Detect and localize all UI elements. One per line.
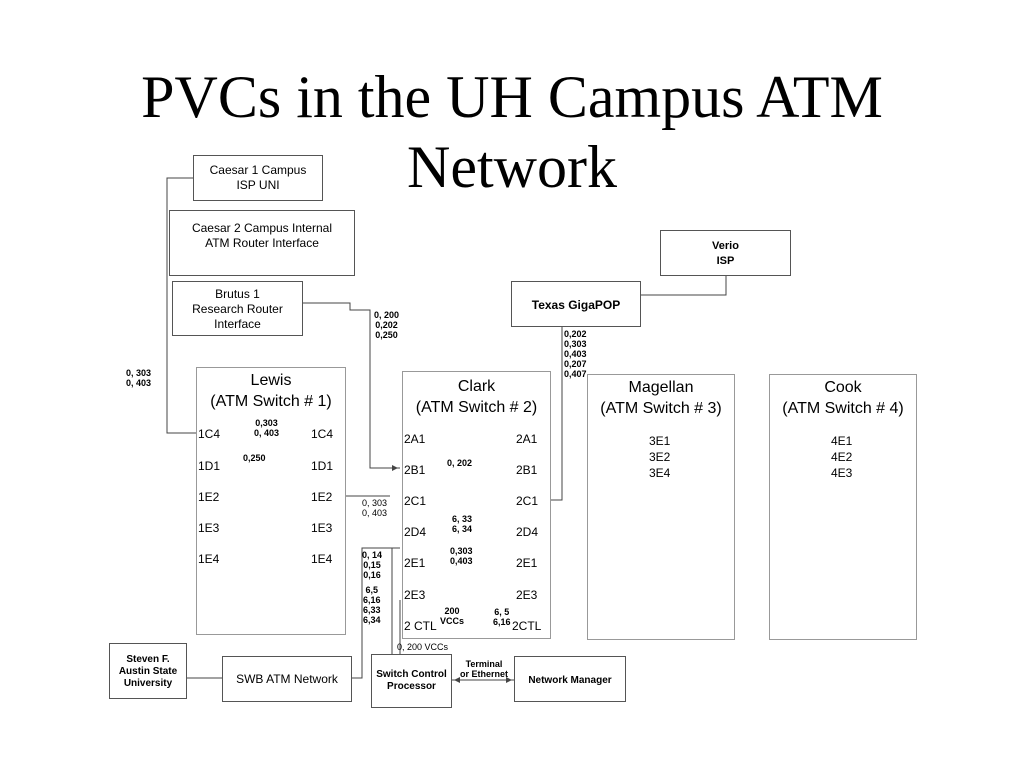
- link-label: Terminal or Ethernet: [460, 659, 509, 679]
- pvc-label: 0,250: [243, 453, 266, 463]
- clark-port-left: 2D4: [404, 525, 427, 539]
- pvc-label: 6,5 6,16 6,33 6,34: [363, 585, 381, 625]
- pvc-label: 0, 303 0, 403: [126, 368, 152, 388]
- lewis-port-left: 1E3: [198, 521, 220, 535]
- lewis-port-right: 1E3: [311, 521, 333, 535]
- pvc-label: 200 VCCs: [440, 606, 465, 626]
- clark-port-right: 2C1: [516, 494, 539, 508]
- clark-port-right: 2CTL: [512, 619, 542, 633]
- lewis-switch-name: Lewis (ATM Switch # 1): [210, 372, 332, 410]
- magellan-port: 3E1: [649, 434, 671, 448]
- lewis-port-left: 1D1: [198, 459, 221, 473]
- pvc-label: 0, 202: [447, 458, 473, 468]
- gigapop-box: Texas GigaPOP: [511, 281, 641, 327]
- cook-switch: Cook (ATM Switch # 4): [769, 374, 917, 640]
- steven-box: Steven F. Austin State University: [109, 643, 187, 699]
- lewis-port-right: 1E4: [311, 552, 333, 566]
- scp-box: Switch Control Processor: [371, 654, 452, 708]
- clark-port-right: 2E1: [516, 556, 538, 570]
- cook-port: 4E2: [831, 450, 853, 464]
- pvc-label: 0, 14 0,15 0,16: [362, 550, 383, 580]
- pvc-label: 0, 200 0,202 0,250: [374, 310, 400, 340]
- magellan-port: 3E2: [649, 450, 671, 464]
- pvc-label: 0,303 0, 403: [254, 418, 280, 438]
- page-title: PVCs in the UH Campus ATM Network: [141, 64, 883, 200]
- brutus-box: Brutus 1 Research Router Interface: [172, 281, 303, 336]
- lewis-port-left: 1E4: [198, 552, 220, 566]
- magellan-switch: Magellan (ATM Switch # 3): [587, 374, 735, 640]
- cook-port: 4E3: [831, 466, 853, 480]
- network-manager-box: Network Manager: [514, 656, 626, 702]
- clark-port-left: 2B1: [404, 463, 426, 477]
- magellan-port: 3E4: [649, 466, 671, 480]
- pvc-label: 6, 33 6, 34: [452, 514, 473, 534]
- lewis-port-right: 1C4: [311, 427, 334, 441]
- clark-port-left: 2C1: [404, 494, 427, 508]
- cook-switch-name: Cook (ATM Switch # 4): [782, 379, 904, 417]
- pvc-label: 0,303 0,403: [450, 546, 473, 566]
- clark-port-right: 2D4: [516, 525, 539, 539]
- cook-port: 4E1: [831, 434, 853, 448]
- clark-switch: Clark (ATM Switch # 2): [402, 371, 551, 639]
- lewis-port-right: 1E2: [311, 490, 333, 504]
- clark-port-right: 2B1: [516, 463, 538, 477]
- clark-port-right: 2A1: [516, 432, 538, 446]
- clark-port-left: 2 CTL: [404, 619, 437, 633]
- caesar1-box: Caesar 1 Campus ISP UNI: [193, 155, 323, 201]
- pvc-label: 0, 303 0, 403: [362, 498, 388, 518]
- pvc-label: 0, 200 VCCs: [397, 642, 449, 652]
- magellan-switch-name: Magellan (ATM Switch # 3): [600, 379, 722, 417]
- lewis-port-left: 1E2: [198, 490, 220, 504]
- clark-port-left: 2E1: [404, 556, 426, 570]
- pvc-label: 6, 5 6,16: [493, 607, 511, 627]
- clark-switch-name: Clark (ATM Switch # 2): [415, 378, 538, 416]
- caesar2-box: Caesar 2 Campus Internal ATM Router Inte…: [169, 210, 355, 276]
- verio-box: Verio ISP: [660, 230, 791, 276]
- lewis-switch: Lewis (ATM Switch # 1): [196, 367, 346, 635]
- clark-port-left: 2E3: [404, 588, 426, 602]
- lewis-port-right: 1D1: [311, 459, 334, 473]
- lewis-port-left: 1C4: [198, 427, 221, 441]
- clark-port-left: 2A1: [404, 432, 426, 446]
- pvc-label: 0,202 0,303 0,403 0,207 0,407: [564, 329, 587, 379]
- swb-box: SWB ATM Network: [222, 656, 352, 702]
- clark-port-right: 2E3: [516, 588, 538, 602]
